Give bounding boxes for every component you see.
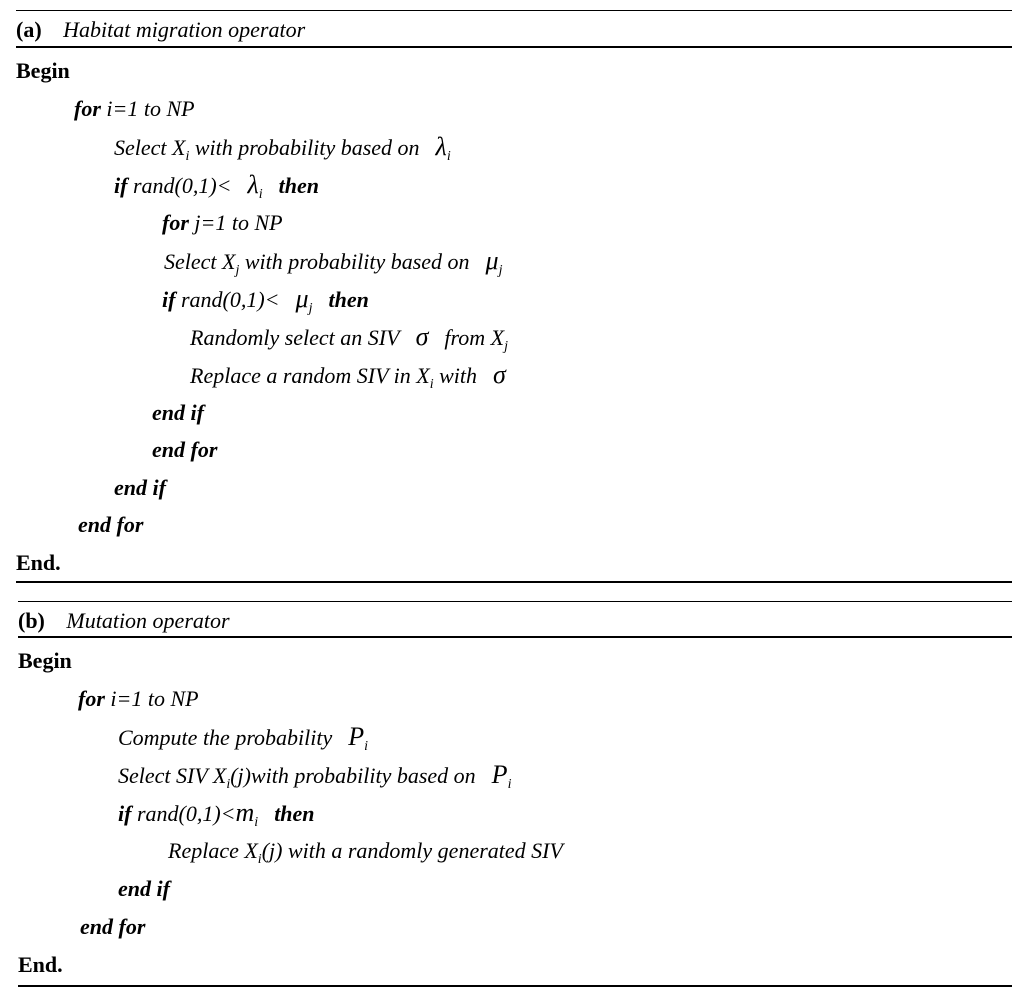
b-end: End. <box>18 952 63 977</box>
sigma-symbol: σ <box>493 360 506 389</box>
panel-a-header-rule <box>16 46 1012 48</box>
a-end-if-inner: end if <box>152 400 204 425</box>
b-begin: Begin <box>18 648 72 673</box>
lambda-symbol: λ <box>247 170 259 199</box>
b-end-for: end for <box>80 914 146 939</box>
a-end-for-inner: end for <box>152 437 218 462</box>
b-replace: Replace Xi(j) with a randomly generated … <box>168 838 563 867</box>
p-symbol: P <box>348 722 365 751</box>
panel-a-bottom-rule <box>16 581 1012 583</box>
panel-a-label: (a) <box>16 17 42 42</box>
panel-a-title: Habitat migration operator <box>63 17 306 42</box>
a-end: End. <box>16 550 61 575</box>
b-select: Select SIV Xi(j)with probability based o… <box>118 760 512 792</box>
panel-b-header: (b) Mutation operator <box>18 608 230 634</box>
sigma-symbol: σ <box>415 322 429 351</box>
b-end-if: end if <box>118 876 170 901</box>
panel-b-bottom-rule <box>18 985 1012 987</box>
a-for-j: for j=1 to NP <box>162 210 283 235</box>
lambda-symbol: λ <box>435 132 447 161</box>
p-symbol: P <box>491 760 508 789</box>
panel-a-header: (a) Habitat migration operator <box>16 17 305 43</box>
a-end-for-outer: end for <box>78 512 144 537</box>
mu-symbol: μ <box>485 246 499 275</box>
m-symbol: m <box>235 798 255 827</box>
b-for-i: for i=1 to NP <box>78 686 199 711</box>
panel-b-header-rule <box>18 636 1012 638</box>
panel-b-top-rule <box>18 601 1012 602</box>
a-for-i: for i=1 to NP <box>74 96 195 121</box>
panel-b-title: Mutation operator <box>66 608 230 633</box>
panel-b-label: (b) <box>18 608 45 633</box>
a-end-if-outer: end if <box>114 475 166 500</box>
panel-a-top-rule <box>16 10 1012 11</box>
mu-symbol: μ <box>295 284 309 313</box>
a-begin: Begin <box>16 58 70 83</box>
